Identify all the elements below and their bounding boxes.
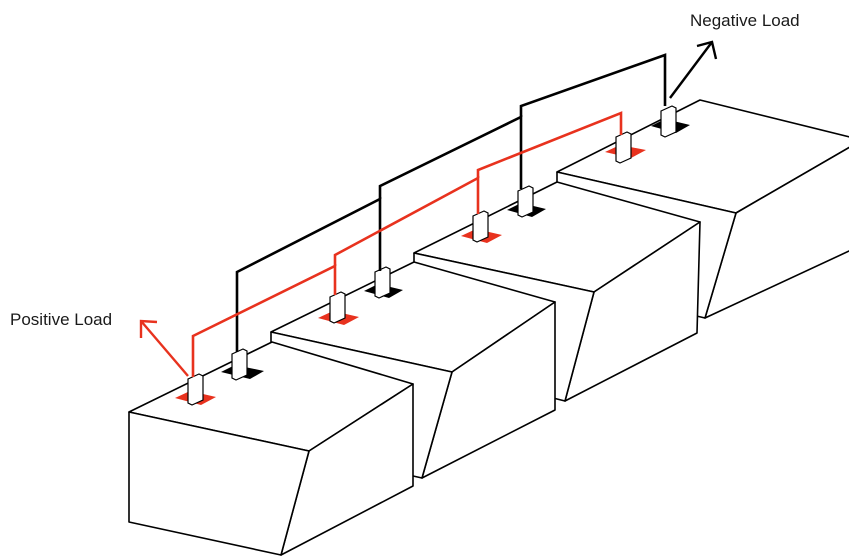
battery-4-positive-post <box>615 131 632 164</box>
battery-1 <box>128 341 414 556</box>
positive-load-arrow-head <box>139 319 158 338</box>
positive-load-arrow <box>139 319 189 377</box>
negative-wire-segment-1 <box>235 196 382 352</box>
positive-load-arrow-shaft <box>140 320 189 377</box>
battery-4-negative-post <box>660 105 677 138</box>
battery-2-positive-post <box>329 291 346 324</box>
negative-load-arrow <box>669 40 718 99</box>
battery-3-positive-post <box>472 210 489 243</box>
positive-wire-segment-3 <box>476 111 623 178</box>
positive-wire <box>191 111 623 377</box>
battery-1-positive-post <box>187 373 204 406</box>
battery-1-front <box>128 411 310 556</box>
battery-1-negative-post <box>231 348 248 381</box>
negative-load-arrow-head <box>696 40 718 60</box>
positive-wire-segment-2 <box>333 175 480 266</box>
negative-wire-segment-2 <box>378 114 523 199</box>
negative-load-arrow-shaft <box>669 41 713 99</box>
battery-2-negative-post <box>374 266 391 299</box>
negative-load-label: Negative Load <box>690 11 800 30</box>
positive-load-label: Positive Load <box>10 310 112 329</box>
battery-3-negative-post <box>517 185 534 218</box>
positive-wire-segment-1 <box>191 263 337 377</box>
negative-wire-segment-3 <box>519 53 667 117</box>
